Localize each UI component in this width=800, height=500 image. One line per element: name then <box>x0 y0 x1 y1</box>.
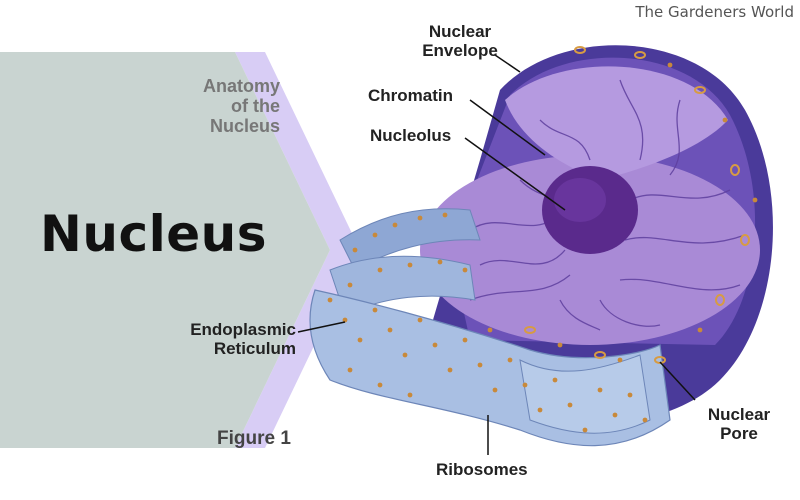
ribosomes-dots <box>327 62 758 433</box>
nuclear-pores <box>524 46 750 364</box>
er-layer-back <box>339 208 481 271</box>
label-chromatin: Chromatin <box>368 86 453 105</box>
subtitle-line: of the <box>231 96 280 116</box>
page-title: Nucleus <box>40 205 267 263</box>
er-fold <box>519 354 651 434</box>
er-layer-mid <box>329 255 476 316</box>
leader-lines <box>297 54 696 455</box>
subtitle-line: Nucleus <box>209 116 280 136</box>
nucleoplasm-top <box>505 66 728 180</box>
label-ribosomes: Ribosomes <box>436 460 528 479</box>
label-endoplasmic-reticulum: Endoplasmic Reticulum <box>150 320 296 358</box>
label-line: Nuclear <box>707 405 771 424</box>
nucleolus-highlight <box>554 178 606 222</box>
title-panel <box>0 52 330 448</box>
label-line: Envelope <box>422 41 498 60</box>
label-nuclear-envelope: Nuclear Envelope <box>412 22 508 60</box>
figure-subtitle: Anatomy of the Nucleus <box>150 76 280 136</box>
label-line: Pore <box>720 424 758 443</box>
nucleus-illustration <box>297 45 773 455</box>
accent-stripe <box>235 52 360 448</box>
label-nuclear-pore: Nuclear Pore <box>700 405 778 443</box>
label-line: Reticulum <box>213 339 296 358</box>
figure-caption: Figure 1 <box>217 428 291 449</box>
label-line: Endoplasmic <box>190 320 296 339</box>
subtitle-line: Anatomy <box>202 76 280 96</box>
site-brand: The Gardeners World <box>635 3 794 21</box>
label-line: Nuclear <box>428 22 492 41</box>
label-nucleolus: Nucleolus <box>370 126 452 145</box>
